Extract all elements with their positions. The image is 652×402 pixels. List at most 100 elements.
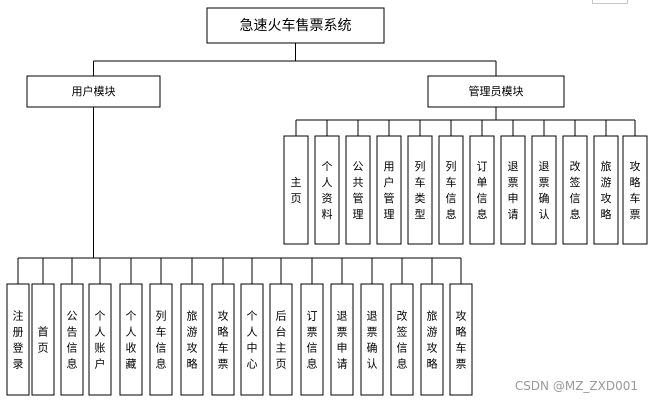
user-function-label-char: 信 bbox=[156, 342, 167, 355]
admin-function-label-char: 旅 bbox=[601, 159, 612, 173]
user-function-box bbox=[240, 283, 264, 396]
user-function-label-char: 藏 bbox=[126, 358, 137, 371]
user-function-label-char: 票 bbox=[456, 358, 467, 371]
user-function-label-char: 退 bbox=[337, 310, 348, 323]
user-function-label-char: 息 bbox=[67, 357, 78, 371]
user-function-label-char: 账 bbox=[95, 342, 106, 355]
user-function-label-char: 中 bbox=[247, 342, 258, 355]
admin-function-label-char: 用 bbox=[384, 160, 395, 173]
admin-function-label-char: 页 bbox=[291, 192, 302, 205]
user-module-functions: 注册登录首页公告信息个人账户个人收藏列车信息旅游攻略攻略车票个人中心后台主页订票… bbox=[6, 283, 473, 396]
admin-function-label-char: 改 bbox=[570, 159, 581, 173]
user-function-label-char: 攻 bbox=[427, 341, 438, 355]
admin-function-label-char: 公 bbox=[353, 160, 364, 173]
user-module-box bbox=[26, 75, 161, 108]
admin-function-label-char: 攻 bbox=[630, 159, 641, 173]
user-function-label-char: 略 bbox=[187, 357, 198, 371]
admin-function-label-char: 户 bbox=[384, 175, 395, 189]
admin-function-label-char: 主 bbox=[291, 176, 302, 189]
user-function-label-char: 信 bbox=[67, 342, 78, 355]
user-function-box bbox=[31, 283, 55, 396]
user-function-box bbox=[330, 283, 354, 396]
admin-function-label-char: 车 bbox=[415, 175, 426, 189]
user-function-label-char: 订 bbox=[307, 310, 318, 323]
user-function-box bbox=[149, 283, 173, 396]
admin-function-box bbox=[562, 135, 588, 245]
user-function-box bbox=[360, 283, 384, 396]
user-function-box bbox=[60, 283, 84, 396]
user-function-label-char: 攻 bbox=[456, 309, 467, 323]
admin-function-box bbox=[531, 135, 557, 245]
admin-function-box bbox=[593, 135, 619, 245]
admin-function-label-char: 管 bbox=[353, 191, 364, 205]
user-function-label-char: 游 bbox=[187, 326, 198, 339]
user-function-label-char: 攻 bbox=[187, 341, 198, 355]
user-function-label-char: 登 bbox=[13, 341, 24, 355]
admin-function-box bbox=[500, 135, 526, 245]
user-function-label-char: 首 bbox=[38, 325, 49, 339]
admin-function-label-char: 退 bbox=[508, 160, 519, 173]
admin-function-label-char: 请 bbox=[508, 208, 519, 221]
admin-function-label-char: 管 bbox=[384, 191, 395, 205]
admin-function-box bbox=[407, 135, 433, 245]
admin-function-label-char: 车 bbox=[630, 191, 641, 205]
admin-module-box bbox=[427, 75, 565, 108]
user-function-label-char: 息 bbox=[156, 357, 167, 371]
admin-function-label-char: 类 bbox=[415, 191, 426, 205]
user-function-label-char: 认 bbox=[367, 358, 378, 371]
admin-function-label-char: 息 bbox=[477, 207, 488, 221]
admin-function-label-char: 信 bbox=[446, 192, 457, 205]
user-function-label-char: 票 bbox=[337, 326, 348, 339]
admin-module-label: 管理员模块 bbox=[469, 84, 524, 98]
user-function-label-char: 后 bbox=[276, 310, 287, 323]
user-function-box bbox=[449, 283, 473, 396]
admin-function-box bbox=[622, 135, 648, 245]
admin-function-label-char: 共 bbox=[353, 176, 364, 189]
user-function-label-char: 信 bbox=[307, 342, 318, 355]
user-function-label-char: 人 bbox=[247, 326, 258, 339]
admin-function-label-char: 息 bbox=[446, 207, 457, 221]
user-function-label-char: 游 bbox=[427, 326, 438, 339]
user-function-label-char: 旅 bbox=[187, 309, 198, 323]
user-function-label-char: 页 bbox=[38, 342, 49, 355]
user-function-label-char: 注 bbox=[13, 309, 24, 323]
user-function-box bbox=[88, 283, 112, 396]
admin-function-label-char: 料 bbox=[322, 207, 333, 221]
user-function-label-char: 请 bbox=[337, 358, 348, 371]
connector-lines bbox=[17, 43, 636, 284]
admin-function-label-char: 列 bbox=[415, 159, 426, 173]
user-module-label: 用户模块 bbox=[72, 84, 116, 98]
admin-function-label-char: 人 bbox=[322, 176, 333, 189]
user-function-label-char: 息 bbox=[397, 357, 408, 371]
admin-module-functions: 主页个人资料公共管理用户管理列车类型列车信息订单信息退票申请退票确认改签信息旅游… bbox=[283, 135, 648, 245]
user-function-label-char: 人 bbox=[126, 326, 137, 339]
user-function-label-char: 退 bbox=[367, 310, 378, 323]
admin-function-box bbox=[345, 135, 371, 245]
admin-function-label-char: 退 bbox=[539, 160, 550, 173]
user-function-box bbox=[180, 283, 204, 396]
user-function-label-char: 票 bbox=[367, 326, 378, 339]
user-function-label-char: 信 bbox=[397, 342, 408, 355]
admin-function-label-char: 略 bbox=[601, 207, 612, 221]
user-function-box bbox=[269, 283, 293, 396]
user-function-label-char: 旅 bbox=[427, 309, 438, 323]
admin-function-box bbox=[283, 135, 309, 245]
user-function-label-char: 个 bbox=[247, 310, 258, 323]
admin-function-label-char: 游 bbox=[601, 176, 612, 189]
user-function-box bbox=[420, 283, 444, 396]
admin-function-label-char: 申 bbox=[508, 192, 519, 205]
root-box bbox=[206, 7, 385, 44]
user-function-label-char: 改 bbox=[397, 309, 408, 323]
user-function-label-char: 确 bbox=[367, 342, 378, 355]
user-function-label-char: 略 bbox=[456, 325, 467, 339]
user-function-label-char: 略 bbox=[218, 325, 229, 339]
admin-function-label-char: 签 bbox=[570, 175, 581, 189]
user-function-label-char: 收 bbox=[126, 341, 137, 355]
user-function-box bbox=[119, 283, 143, 396]
user-function-label-char: 个 bbox=[95, 310, 106, 323]
admin-function-label-char: 息 bbox=[570, 207, 581, 221]
admin-function-label-char: 型 bbox=[415, 207, 426, 221]
user-function-label-char: 个 bbox=[126, 310, 137, 323]
user-function-label-char: 车 bbox=[156, 325, 167, 339]
root-label: 急速火车售票系统 bbox=[240, 17, 352, 34]
